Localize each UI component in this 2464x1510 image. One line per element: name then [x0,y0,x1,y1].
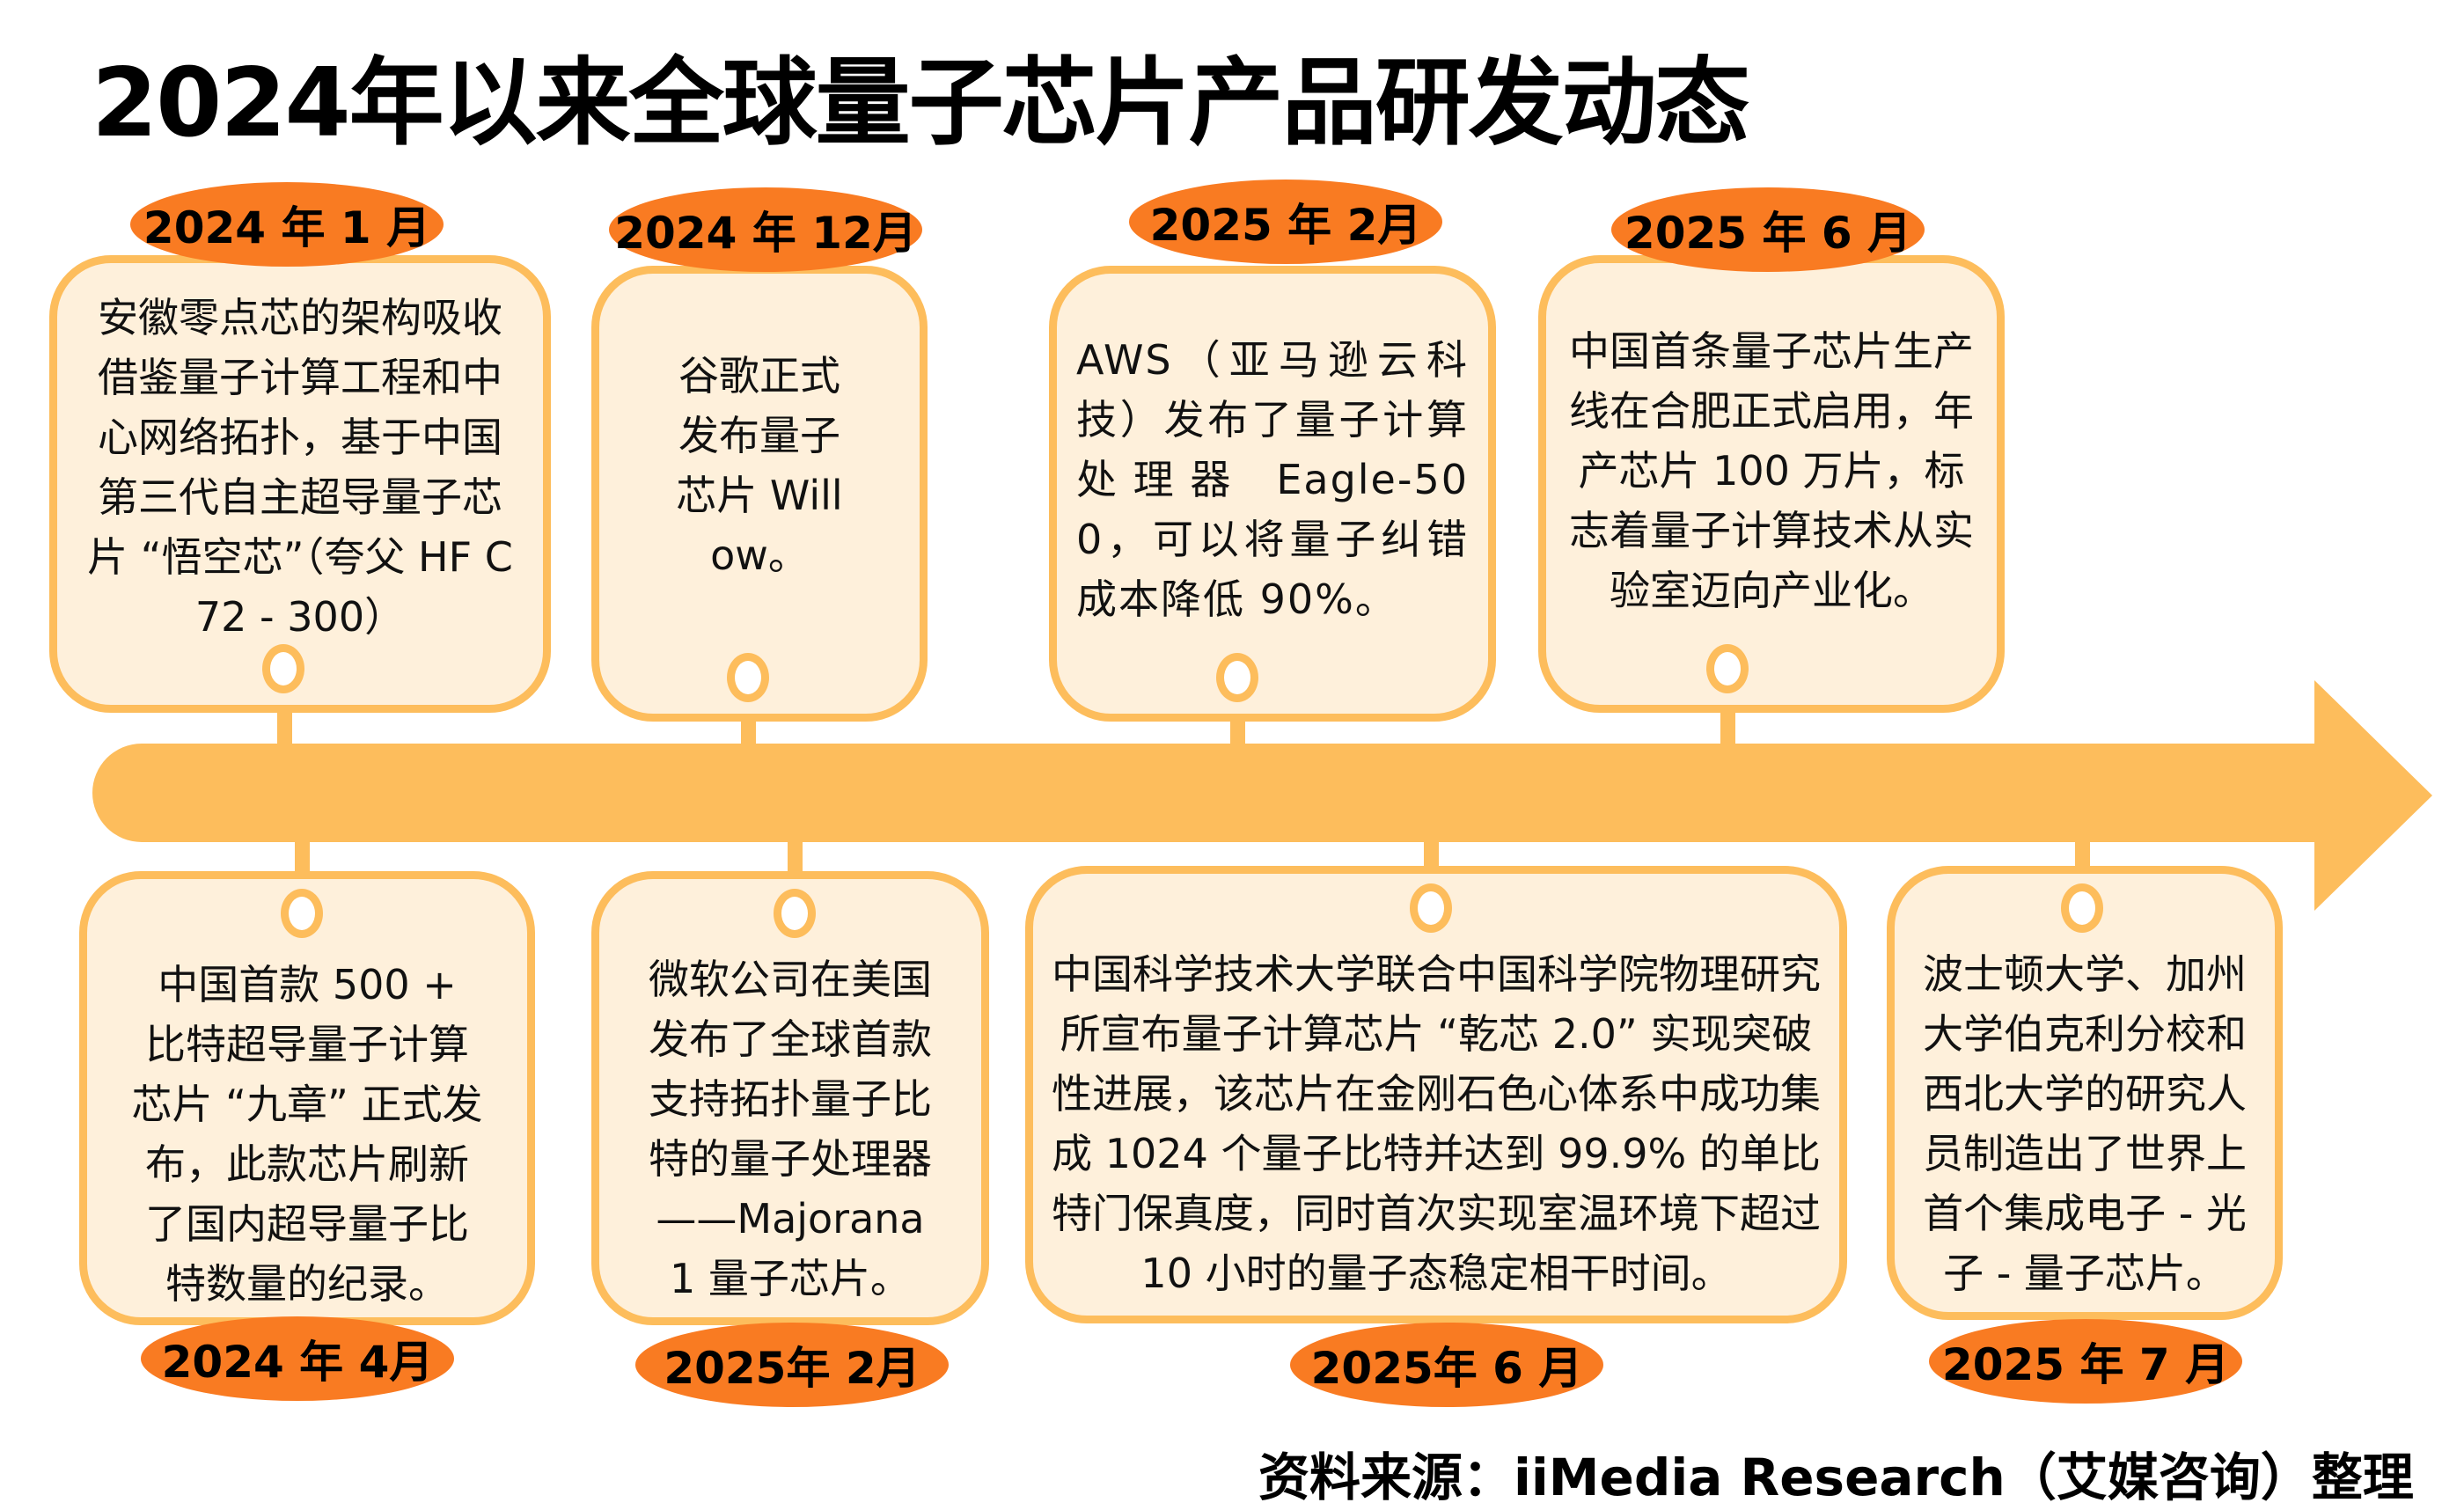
date-badge: 2025年 2月 [635,1323,949,1407]
timeline-node-icon [727,653,769,702]
event-card-2025-02-bottom: 微软公司在美国发布了全球首款支持拓扑量子比特的量子处理器——Majorana 1… [591,871,989,1325]
timeline-arrow-head-icon [2314,680,2432,911]
timeline-node-icon [281,889,323,938]
event-description: 谷歌正式发布量子芯片 Willow。 [676,352,843,579]
timeline-node-icon [1706,644,1749,693]
date-badge: 2025 年 6 月 [1611,187,1925,272]
timeline-node-icon [774,889,816,938]
timeline-node-icon [2061,883,2103,933]
event-card-2024-12: 谷歌正式发布量子芯片 Willow。 [591,266,928,722]
page-title: 2024年以来全球量子芯片产品研发动态 [92,48,1750,158]
date-badge: 2024 年 4月 [141,1316,454,1401]
event-description: 中国首条量子芯片生产线在合肥正式启用，年产芯片 100 万片，标志着量子计算技术… [1569,327,1974,614]
event-card-2025-07: 波士顿大学、加州大学伯克利分校和西北大学的研究人员制造出了世界上首个集成电子 -… [1887,866,2283,1320]
date-badge: 2025年 6 月 [1290,1323,1603,1407]
date-badge: 2024 年 12月 [609,187,922,272]
date-badge: 2025 年 7 月 [1929,1319,2242,1404]
event-description: AWS（亚马逊云科技）发布了量子计算处理器 Eagle-500，可以将量子纠错成… [1076,336,1469,623]
timeline-node-icon [1410,883,1452,933]
date-badge: 2024 年 1 月 [130,182,444,267]
event-card-2024-01: 安徽零点芯的架构吸收借鉴量子计算工程和中心网络拓扑，基于中国第三代自主超导量子芯… [49,255,551,713]
timeline-node-icon [1216,653,1258,702]
timeline-node-icon [262,644,304,693]
event-description: 波士顿大学、加州大学伯克利分校和西北大学的研究人员制造出了世界上首个集成电子 -… [1923,950,2247,1297]
event-card-2025-06-bottom: 中国科学技术大学联合中国科学院物理研究所宣布量子计算芯片 “乾芯 2.0” 实现… [1025,866,1847,1323]
event-description: 安徽零点芯的架构吸收借鉴量子计算工程和中心网络拓扑，基于中国第三代自主超导量子芯… [87,294,513,641]
date-badge: 2025 年 2月 [1129,180,1442,264]
event-description: 微软公司在美国发布了全球首款支持拓扑量子比特的量子处理器——Majorana 1… [649,956,932,1302]
timeline-bar [92,744,2328,842]
event-card-2024-04: 中国首款 500 + 比特超导量子计算芯片 “九章” 正式发布，此款芯片刷新了国… [79,871,535,1325]
event-description: 中国科学技术大学联合中国科学院物理研究所宣布量子计算芯片 “乾芯 2.0” 实现… [1052,950,1821,1297]
source-note: 资料来源：iiMedia Research（艾媒咨询）整理 [1258,1448,2414,1507]
event-card-2025-02: AWS（亚马逊云科技）发布了量子计算处理器 Eagle-500，可以将量子纠错成… [1049,266,1496,722]
event-description: 中国首款 500 + 比特超导量子计算芯片 “九章” 正式发布，此款芯片刷新了国… [131,961,483,1308]
event-card-2025-06-top: 中国首条量子芯片生产线在合肥正式启用，年产芯片 100 万片，标志着量子计算技术… [1538,255,2005,713]
